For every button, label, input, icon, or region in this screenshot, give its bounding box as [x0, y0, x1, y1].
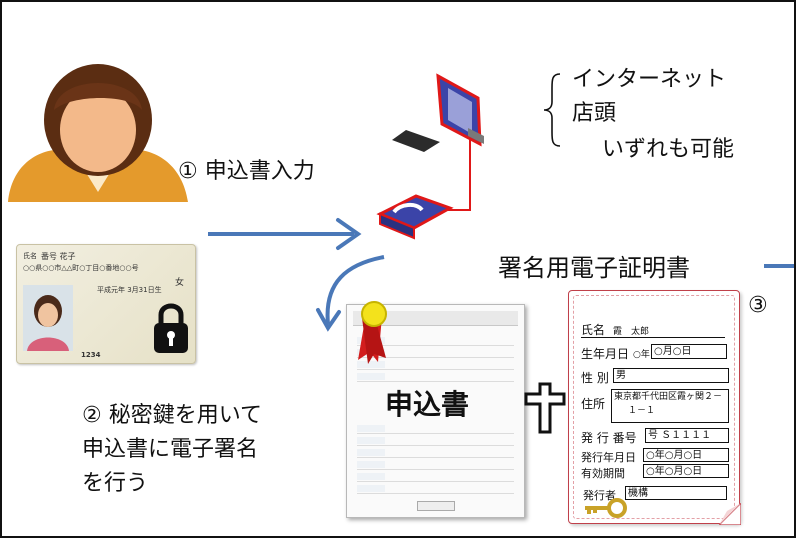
step2-line1: ② 秘密鍵を用いて [82, 403, 263, 428]
step2-line3: を行う [82, 471, 149, 496]
card-dob: 平成元年 3月31日生 [97, 286, 162, 294]
certificate-title: 署名用電子証明書 [498, 254, 690, 282]
step1-label: ① 申込書入力 [178, 159, 315, 184]
cert-sex-label: 性 別 [581, 371, 609, 385]
card-address: ○○県○○市△△町○丁目○番地○○号 [23, 264, 139, 272]
cert-address-box: 東京都千代田区霞ヶ関２－ １－１ [611, 389, 729, 423]
cert-issue-date-value: ○年○月○日 [643, 448, 729, 462]
my-number-card: 氏名 番号 花子 ○○県○○市△△町○丁目○番地○○号 女 平成元年 3月31日… [16, 244, 196, 364]
card-number: 1234 [81, 351, 101, 359]
cert-sex-value: 男 [613, 368, 729, 383]
cert-name: 霞 太郎 [613, 327, 650, 337]
cert-dob-label: 生年月日 [581, 347, 630, 361]
method-internet: インターネット [572, 67, 727, 92]
application-form-title: 申込書 [385, 388, 470, 421]
cert-serial-label: 発 行 番号 [581, 431, 637, 445]
cert-issuer-label: 発行者 [583, 489, 616, 502]
cert-issuer-value: 機構 [625, 486, 727, 500]
plus-icon [524, 382, 566, 434]
cert-dob-prefix: ○年 [633, 350, 650, 360]
signature-certificate: 氏名 霞 太郎 生年月日 ○年 ○月○日 性 別 男 住所 東京都千代田区霞ヶ関… [568, 290, 741, 525]
bracket [543, 73, 561, 147]
computer-icon [376, 73, 484, 240]
arrow-step1-head [336, 218, 362, 250]
cable-line [442, 140, 471, 211]
card-sex: 女 [175, 278, 185, 288]
arrow-step2-head [316, 308, 341, 332]
arrow-step2 [325, 255, 385, 325]
cert-validity-label: 有効期間 [581, 467, 625, 480]
method-either: いずれも可能 [602, 137, 735, 162]
card-photo [23, 285, 73, 351]
lock-icon [154, 303, 188, 353]
cert-address-label: 住所 [581, 397, 606, 411]
ribbon-seal-icon [358, 301, 387, 364]
cert-name-label: 氏名 [581, 323, 606, 337]
card-name-label: 氏名 [23, 252, 37, 260]
cert-issue-date-label: 発行年月日 [581, 451, 636, 464]
step2-line2: 申込書に電子署名 [82, 437, 259, 462]
step3-label: ③ [748, 293, 768, 318]
method-store: 店頭 [572, 101, 617, 126]
key-icon [585, 498, 627, 518]
person-icon [8, 64, 188, 202]
card-name: 番号 花子 [41, 252, 76, 261]
cert-address-line2: １－１ [628, 406, 656, 416]
cert-address-line1: 東京都千代田区霞ヶ関２－ [614, 392, 723, 402]
cert-validity-value: ○年○月○日 [643, 464, 729, 478]
page-curl [719, 503, 741, 525]
cert-dob-value: ○月○日 [651, 344, 727, 359]
cert-serial-value: 号 Ｓ１１１１ [645, 428, 729, 443]
